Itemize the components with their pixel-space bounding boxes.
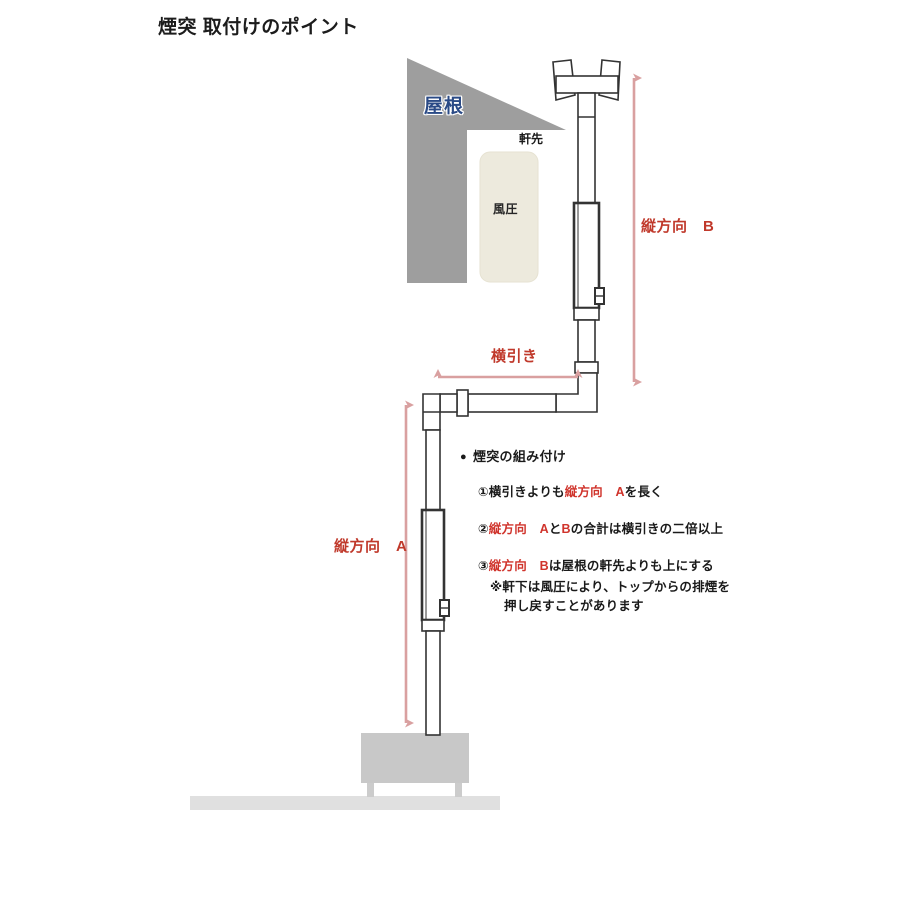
note-2-mid: と	[548, 522, 562, 537]
note-3-sub-line-1: ※軒下は風圧により、トップからの排煙を	[490, 580, 731, 595]
note-item-1: ①横引きよりも縦方向 Aを長く	[478, 483, 760, 501]
floor-slab	[190, 796, 500, 810]
wind-pressure-label: 風圧	[493, 202, 519, 216]
chimney-pipe-to-stove	[425, 630, 441, 736]
chimney-horizontal-stub	[439, 393, 458, 413]
note-1-pre: 横引きよりも	[488, 485, 565, 499]
dimension-label-horizontal-run: 横引き	[491, 348, 538, 365]
notes-block: ●煙突の組み付け ①横引きよりも縦方向 Aを長く ②縦方向 AとBの合計は横引き…	[460, 446, 760, 615]
notes-heading: ● 煙突の組み付け	[460, 446, 760, 465]
notes-heading-text: 煙突の組み付け	[472, 449, 567, 464]
note-3-number: ③	[478, 559, 489, 574]
stove-body	[361, 733, 469, 783]
note-3-sub-line-2: 押し戻すことがあります	[504, 598, 644, 613]
eaves-label: 軒先	[519, 132, 544, 146]
note-item-2: ②縦方向 AとBの合計は横引きの二倍以上	[478, 520, 760, 538]
bullet-icon: ●	[460, 451, 467, 463]
chimney-collar-horizontal	[456, 389, 469, 417]
chimney-collar-lower	[421, 619, 445, 632]
page-title: 煙突 取付けのポイント	[158, 17, 359, 38]
chimney-pipe-lower-upper	[425, 429, 441, 511]
chimney-horizontal-pipe	[467, 393, 557, 413]
chimney-cap-crossbar	[555, 75, 619, 94]
chimney-pipe-upper	[577, 92, 596, 204]
note-2-number: ②	[478, 522, 489, 537]
note-2-emphasis-2: B	[561, 522, 571, 537]
note-1-emphasis: 縦方向 A	[564, 485, 625, 499]
chimney-joint-ring-elbow	[574, 361, 599, 374]
chimney-pipe-assembly	[420, 59, 621, 736]
note-2-emphasis: 縦方向 A	[488, 522, 549, 537]
chimney-collar-upper	[573, 307, 600, 321]
roof-shape	[407, 58, 566, 283]
chimney-elbow-right	[555, 372, 598, 413]
note-1-number: ①	[478, 485, 489, 499]
dimension-label-vertical-b: 縦方向 B	[641, 218, 715, 235]
stove-leg-left	[367, 782, 374, 797]
note-item-3: ③縦方向 Bは屋根の軒先よりも上にする ※軒下は風圧により、トップからの排煙を …	[478, 557, 760, 614]
dimension-label-vertical-a: 縦方向 A	[334, 538, 408, 555]
wind-pressure-box	[479, 151, 539, 283]
note-2-post: の合計は横引きの二倍以上	[570, 522, 724, 537]
note-3-emphasis: 縦方向 B	[488, 559, 549, 574]
stove-leg-right	[455, 782, 462, 797]
roof-label: 屋根	[424, 96, 465, 117]
note-3-post: は屋根の軒先よりも上にする	[548, 559, 714, 574]
note-1-post: を長く	[624, 485, 663, 499]
chimney-pipe-to-elbow	[577, 319, 596, 363]
